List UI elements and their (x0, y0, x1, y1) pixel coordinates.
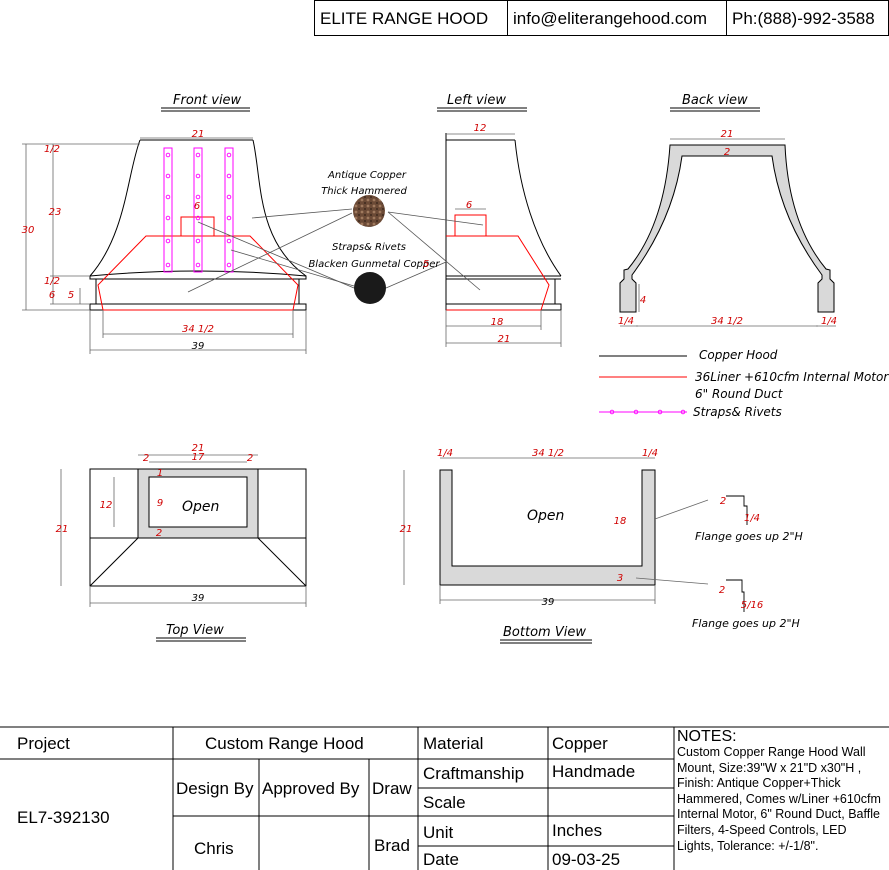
dim-top-1: 1 (157, 468, 163, 479)
draw-value: Brad (374, 836, 410, 855)
dim-front-total-w: 39 (192, 341, 205, 352)
dim-left-side: 5 (423, 259, 429, 270)
legend-straps: Straps& Rivets (693, 405, 782, 419)
project-label: Project (17, 734, 70, 753)
flange2-note: Flange goes up 2"H (692, 617, 800, 630)
back-view (619, 138, 836, 327)
flange1-note: Flange goes up 2"H (695, 530, 803, 543)
draw-label: Draw (372, 779, 412, 798)
notes-block: NOTES: Custom Copper Range Hood Wall Mou… (677, 729, 882, 854)
dim-left-inner-d: 18 (491, 317, 504, 328)
dim-bottom-width: 39 (542, 597, 555, 608)
legend-hood: Copper Hood (699, 348, 778, 362)
dim-top-left-2: 2 (143, 453, 149, 464)
top-view (60, 454, 307, 607)
dim-front-total-h: 30 (22, 225, 35, 236)
dim-back-top-t: 2 (724, 147, 730, 158)
dim-front-band-6: 6 (49, 290, 55, 301)
material-value: Copper (552, 734, 608, 753)
dim-front-band-5: 5 (68, 290, 74, 301)
dim-bottom-right-t: 1/4 (642, 448, 658, 459)
dim-left-box: 6 (466, 200, 472, 211)
date-value: 09-03-25 (552, 850, 621, 869)
dim-top-total: 21 (192, 443, 205, 454)
dim-bottom-depth: 21 (400, 524, 413, 535)
title-block-grid (0, 726, 889, 870)
bottom-view (403, 457, 748, 612)
dim-front-inner-w: 34 1/2 (182, 324, 214, 335)
dim-bottom-3: 3 (617, 573, 623, 584)
design-by-value: Chris (194, 839, 234, 858)
project-value: Custom Range Hood (205, 734, 364, 753)
left-view (445, 133, 562, 347)
material-label: Material (423, 734, 484, 753)
dim-flange2-2: 2 (719, 585, 725, 596)
dim-flange1-2: 2 (720, 496, 726, 507)
dim-bottom-left-t: 1/4 (437, 448, 453, 459)
left-view-title: Left view (447, 93, 506, 108)
dim-top-right-2: 2 (247, 453, 253, 464)
bottom-view-title: Bottom View (503, 625, 586, 640)
dim-top-width: 39 (192, 593, 205, 604)
dim-back-left-t: 1/4 (618, 316, 634, 327)
date-label: Date (423, 850, 459, 869)
antique-copper-swatch (353, 195, 385, 227)
dim-front-top-width: 21 (192, 129, 205, 140)
front-view-title: Front view (173, 93, 242, 108)
dim-front-body-h: 23 (49, 207, 62, 218)
dim-top-12: 12 (100, 500, 113, 511)
legend: Copper Hood 36Liner +610cfm Internal Mot… (599, 348, 889, 419)
bottom-view-open: Open (527, 508, 564, 524)
dim-bottom-side: 18 (614, 516, 627, 527)
unit-value: Inches (552, 821, 603, 840)
dim-flange2-516: 5/16 (741, 600, 763, 611)
dim-flange1-14: 1/4 (744, 513, 760, 524)
notes-text: Custom Copper Range Hood Wall Mount, Siz… (677, 745, 881, 853)
approved-by-label: Approved By (262, 779, 360, 798)
front-view (22, 137, 307, 354)
material2-line2: Blacken Gunmetal Copper (308, 259, 440, 270)
scale-label: Scale (423, 793, 466, 812)
unit-label: Unit (423, 823, 454, 842)
top-view-open: Open (182, 499, 219, 515)
design-by-label: Design By (176, 779, 254, 798)
legend-liner-line2: 6" Round Duct (695, 387, 784, 401)
dim-top-depth: 21 (56, 524, 69, 535)
dim-bottom-inner: 34 1/2 (532, 448, 564, 459)
dim-left-total-d: 21 (498, 334, 511, 345)
material2-line1: Straps& Rivets (332, 242, 406, 253)
project-number: EL7-392130 (17, 808, 110, 827)
dim-back-4: 4 (640, 295, 646, 306)
dim-back-top-w: 21 (721, 129, 734, 140)
craftsmanship-label: Craftmanship (423, 764, 525, 783)
dim-top-9: 9 (157, 498, 163, 509)
notes-title: NOTES: (677, 728, 737, 745)
dim-front-box: 6 (194, 201, 200, 212)
material-callouts: Antique Copper Thick Hammered Straps& Ri… (187, 170, 484, 304)
dim-back-inner-w: 34 1/2 (711, 316, 743, 327)
dim-front-top-lip: 1/2 (44, 144, 60, 155)
material1-line1: Antique Copper (327, 170, 407, 181)
dim-top-bottom-2: 2 (156, 528, 162, 539)
dim-top-inner: 17 (192, 452, 205, 463)
craftsmanship-value: Handmade (552, 762, 636, 781)
back-view-title: Back view (682, 93, 748, 108)
dim-front-band-lip: 1/2 (44, 276, 60, 287)
gunmetal-swatch (354, 272, 386, 304)
legend-liner-line1: 36Liner +610cfm Internal Motor (695, 370, 889, 384)
dim-left-top-w: 12 (474, 123, 487, 134)
material1-line2: Thick Hammered (321, 186, 407, 197)
dim-back-right-t: 1/4 (821, 316, 837, 327)
top-view-title: Top View (166, 623, 224, 638)
